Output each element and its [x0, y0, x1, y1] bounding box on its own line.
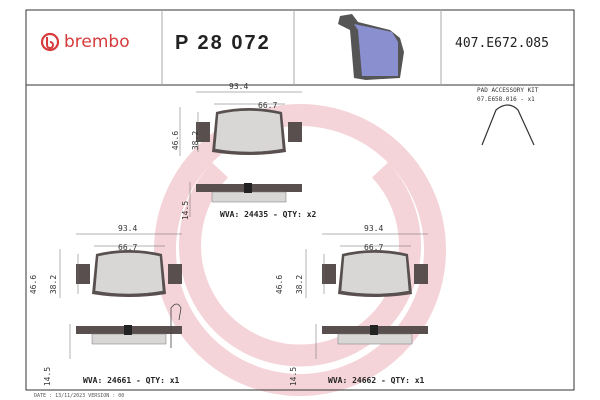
pad3-backing-ears: [322, 264, 428, 284]
pad3-height-total: 46.6: [275, 274, 285, 295]
pad1-side-view-clip: [244, 183, 252, 193]
pad2-height-friction: 38.2: [49, 274, 59, 295]
pad1-friction-material: [214, 110, 284, 153]
brembo-logo: brembo: [40, 32, 130, 52]
pad3-side-view-friction: [337, 333, 413, 345]
pad3-width-total: 93.4: [364, 224, 384, 233]
frame: [25, 9, 575, 391]
pad1-height-total: 46.6: [171, 130, 181, 151]
pad2-side-view-clip: [124, 325, 132, 335]
brembo-watermark: [154, 104, 446, 396]
pad2-width-friction: 66.7: [118, 243, 138, 252]
brand-name: brembo: [64, 32, 130, 52]
pad3-thickness: 14.5: [289, 366, 299, 387]
wear-indicator-spring: [170, 303, 182, 348]
reference-code: 407.E672.085: [455, 36, 549, 51]
pad1-height-friction: 38.2: [191, 130, 201, 151]
accessory-kit-item: 07.E658.016 - x1: [477, 96, 535, 103]
brembo-logo-icon: [40, 32, 60, 52]
pad2-thickness: 14.5: [43, 366, 53, 387]
pad2-side-view-friction: [91, 333, 167, 345]
pad1-thickness: 14.5: [181, 200, 191, 221]
pad2-height-total: 46.6: [29, 274, 39, 295]
pad3-width-friction: 66.7: [364, 243, 384, 252]
accessory-kit-title: PAD ACCESSORY KIT: [477, 87, 539, 94]
pad1-side-view-friction: [211, 191, 287, 203]
pad2-friction-material: [94, 252, 164, 295]
pad1-width-friction: 66.7: [258, 101, 278, 110]
pad3-friction-material: [340, 252, 410, 295]
pad-render-image: [338, 14, 404, 80]
pad1-width-total: 93.4: [229, 82, 249, 91]
pad2-wva-label: WVA: 24661 - QTY: x1: [83, 376, 180, 385]
pad3-side-view-clip: [370, 325, 378, 335]
pad1-backing-ears: [196, 122, 302, 142]
part-number: P 28 072: [175, 32, 271, 54]
pad2-backing-ears: [76, 264, 182, 284]
pad2-width-total: 93.4: [118, 224, 138, 233]
pad3-wva-label: WVA: 24662 - QTY: x1: [328, 376, 425, 385]
pad1-wva-label: WVA: 24435 - QTY: x2: [220, 210, 317, 219]
accessory-clip-drawing: [481, 104, 535, 146]
pad3-height-friction: 38.2: [295, 274, 305, 295]
accessory-kit: PAD ACCESSORY KIT 07.E658.016 - x1: [477, 86, 538, 104]
footer-date-version: DATE : 13/11/2023 VERSION : 00: [34, 393, 125, 399]
